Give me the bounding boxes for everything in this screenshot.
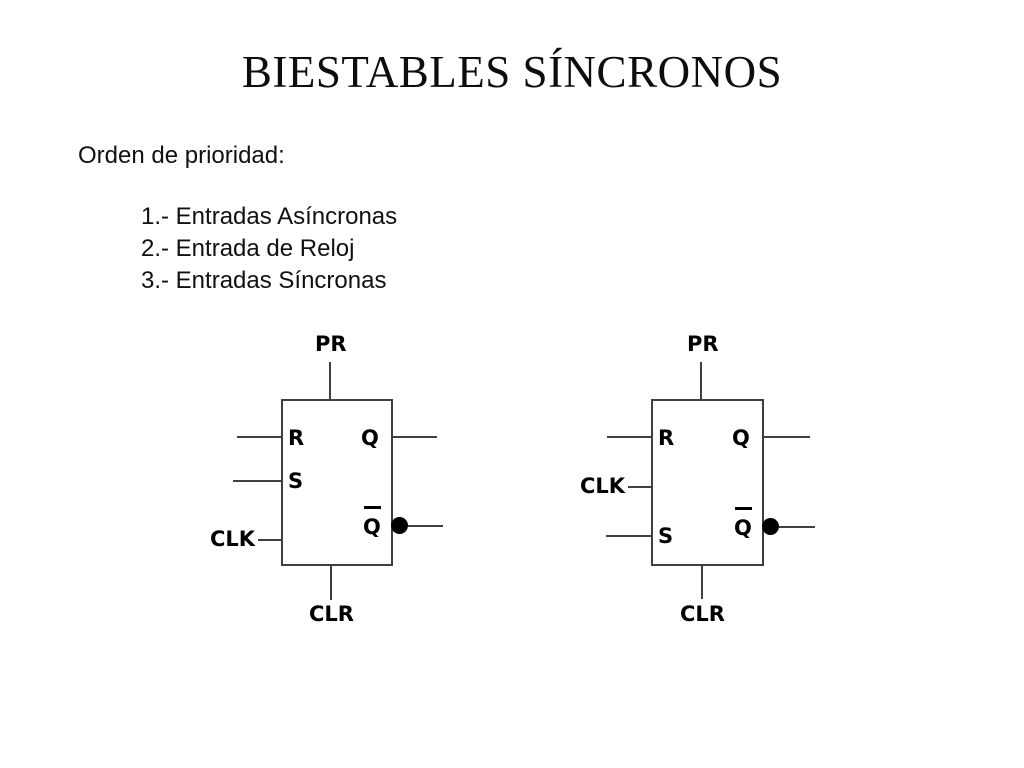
flipflop-body (651, 399, 764, 566)
priority-list: 1.- Entradas Asíncronas 2.- Entrada de R… (141, 201, 397, 297)
clear-label: CLR (680, 602, 725, 626)
clock-label: CLK (210, 527, 256, 551)
q-bar-pin-label: Q (363, 515, 381, 539)
clock-label: CLK (580, 474, 626, 498)
preset-wire (329, 362, 331, 399)
clock-wire (258, 539, 281, 541)
q-bar-overline (364, 506, 381, 509)
slide-title: BIESTABLES SÍNCRONOS (241, 47, 783, 97)
s-pin-label: S (288, 469, 304, 493)
preset-label: PR (687, 332, 719, 356)
s-input-wire (233, 480, 281, 482)
r-input-wire (607, 436, 651, 438)
q-pin-label: Q (732, 426, 750, 450)
priority-item-2: 2.- Entrada de Reloj (141, 235, 355, 262)
inversion-bubble (391, 517, 408, 534)
preset-label: PR (315, 332, 347, 356)
clear-wire (330, 566, 332, 600)
s-input-wire (606, 535, 651, 537)
r-pin-label: R (288, 426, 305, 450)
q-output-wire (393, 436, 437, 438)
inversion-bubble (762, 518, 779, 535)
r-input-wire (237, 436, 281, 438)
q-bar-output-wire (779, 526, 815, 528)
priority-heading: Orden de prioridad: (78, 142, 285, 169)
q-bar-overline (735, 507, 752, 510)
q-bar-pin-label: Q (734, 516, 752, 540)
q-output-wire (764, 436, 810, 438)
flipflop-body (281, 399, 393, 566)
preset-wire (700, 362, 702, 399)
priority-item-1: 1.- Entradas Asíncronas (141, 203, 398, 230)
clear-wire (701, 566, 703, 599)
s-pin-label: S (658, 524, 674, 548)
r-pin-label: R (658, 426, 675, 450)
q-bar-output-wire (408, 525, 443, 527)
clock-wire (628, 486, 651, 488)
clear-label: CLR (309, 602, 354, 626)
priority-item-3: 3.- Entradas Síncronas (141, 267, 387, 294)
q-pin-label: Q (361, 426, 379, 450)
